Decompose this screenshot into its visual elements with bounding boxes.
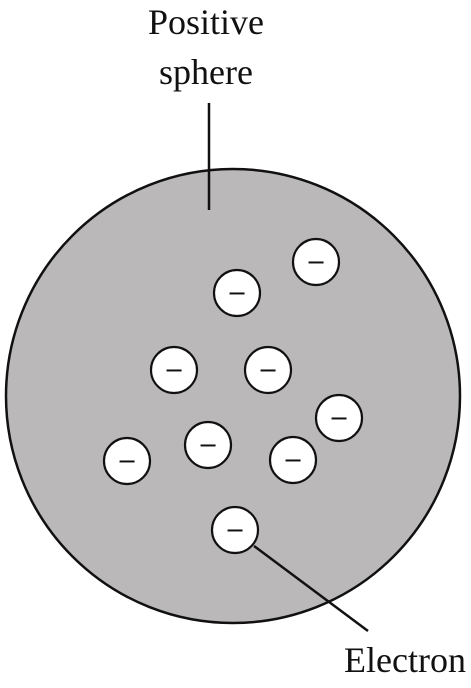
electron-circle bbox=[212, 268, 262, 318]
electron: − bbox=[210, 505, 260, 555]
electron-minus-sign: − bbox=[198, 431, 218, 459]
positive-sphere-label-line2: sphere bbox=[159, 52, 253, 92]
electron-minus-sign: − bbox=[329, 404, 349, 432]
electron-circle bbox=[243, 345, 293, 395]
electron: − bbox=[102, 436, 152, 486]
electron-minus-sign: − bbox=[258, 356, 278, 384]
electron-minus-sign: − bbox=[227, 279, 247, 307]
electron: − bbox=[149, 345, 199, 395]
electron-circle bbox=[210, 505, 260, 555]
positive-sphere bbox=[4, 167, 462, 625]
electron-minus-sign: − bbox=[306, 248, 326, 276]
electron: − bbox=[243, 345, 293, 395]
electron-minus-sign: − bbox=[164, 356, 184, 384]
electron-leader-line bbox=[253, 544, 369, 633]
electron: − bbox=[183, 420, 233, 470]
electron: − bbox=[212, 268, 262, 318]
electron-circle bbox=[183, 420, 233, 470]
electron-circle bbox=[268, 435, 318, 485]
electron-minus-sign: − bbox=[283, 446, 303, 474]
electron-circle bbox=[149, 345, 199, 395]
electron-minus-sign: − bbox=[117, 447, 137, 475]
electron-circle bbox=[102, 436, 152, 486]
electron-circle bbox=[291, 237, 341, 287]
electron: − bbox=[314, 393, 364, 443]
electrons-group: −−−−−−−−− bbox=[102, 237, 364, 555]
electron-circle bbox=[314, 393, 364, 443]
electron-minus-sign: − bbox=[225, 516, 245, 544]
positive-sphere-label-line1: Positive bbox=[148, 2, 264, 42]
electron: − bbox=[268, 435, 318, 485]
electron-label: Electron bbox=[344, 640, 466, 680]
electron: − bbox=[291, 237, 341, 287]
